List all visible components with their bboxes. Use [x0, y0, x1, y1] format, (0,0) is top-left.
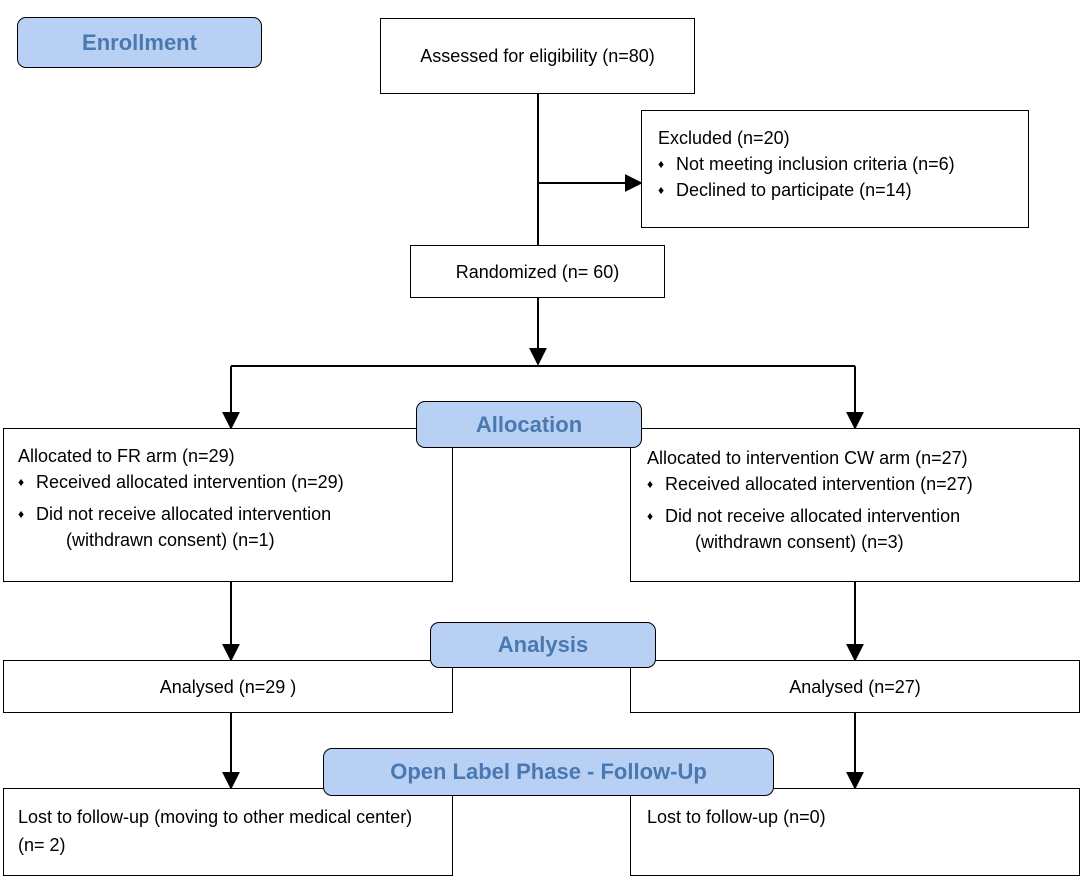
assessed-text: Assessed for eligibility (n=80) — [420, 46, 655, 66]
fr-arm-not-received: Did not receive allocated intervention — [18, 501, 452, 527]
fr-arm-title: Allocated to FR arm (n=29) — [18, 446, 235, 466]
phase-followup-label: Open Label Phase - Follow-Up — [390, 759, 707, 784]
excluded-item-declined: Declined to participate (n=14) — [658, 177, 1028, 203]
excluded-item-inclusion: Not meeting inclusion criteria (n=6) — [658, 151, 1028, 177]
lost-fr-box: Lost to follow-up (moving to other medic… — [3, 788, 453, 876]
fr-arm-withdrawn: (withdrawn consent) (n=1) — [66, 530, 275, 550]
cw-arm-received: Received allocated intervention (n=27) — [647, 471, 1079, 497]
cw-arm-withdrawn: (withdrawn consent) (n=3) — [695, 532, 904, 552]
analysed-cw-box: Analysed (n=27) — [630, 660, 1080, 713]
phase-followup: Open Label Phase - Follow-Up — [323, 748, 774, 796]
excluded-box: Excluded (n=20) Not meeting inclusion cr… — [641, 110, 1029, 228]
lost-fr-text: Lost to follow-up (moving to other medic… — [18, 807, 413, 855]
phase-enrollment: Enrollment — [17, 17, 262, 68]
analysed-fr-text: Analysed (n=29 ) — [159, 676, 297, 697]
randomized-box: Randomized (n= 60) — [410, 245, 665, 298]
cw-arm-not-received: Did not receive allocated intervention — [647, 503, 1079, 529]
phase-allocation: Allocation — [416, 401, 642, 448]
cw-arm-box: Allocated to intervention CW arm (n=27) … — [630, 428, 1080, 582]
phase-analysis-label: Analysis — [497, 632, 589, 657]
phase-analysis: Analysis — [430, 622, 656, 668]
randomized-text: Randomized (n= 60) — [455, 261, 620, 282]
analysed-fr-box: Analysed (n=29 ) — [3, 660, 453, 713]
fr-arm-box: Allocated to FR arm (n=29) Received allo… — [3, 428, 453, 582]
lost-cw-box: Lost to follow-up (n=0) — [630, 788, 1080, 876]
analysed-cw-text: Analysed (n=27) — [789, 676, 921, 697]
phase-allocation-label: Allocation — [475, 411, 583, 437]
assessed-box: Assessed for eligibility (n=80) — [380, 18, 695, 94]
cw-arm-title: Allocated to intervention CW arm (n=27) — [647, 448, 968, 468]
lost-cw-text: Lost to follow-up (n=0) — [647, 807, 826, 827]
phase-enrollment-label: Enrollment — [82, 29, 197, 55]
excluded-title: Excluded (n=20) — [658, 128, 790, 148]
fr-arm-received: Received allocated intervention (n=29) — [18, 469, 452, 495]
